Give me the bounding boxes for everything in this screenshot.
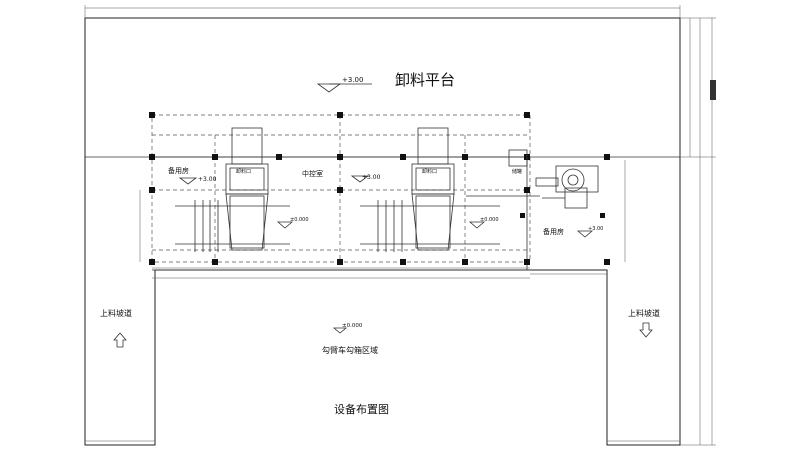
spare-room-right-label: 备用房 [543, 227, 564, 236]
pit-elevation-2: ±0.000 [480, 217, 499, 223]
unloading-unit-2 [360, 127, 540, 252]
building-outline [84, 17, 681, 446]
unload-port-2-label: 卸料口 [422, 168, 437, 175]
pit-elevation-1: ±0.000 [290, 217, 309, 223]
drawing-title: 设备布置图 [334, 402, 389, 416]
spare-room-left-label: 备用房 [168, 166, 189, 175]
control-room-label: 中控室 [302, 169, 323, 178]
small-room-label: 储罐 [512, 168, 522, 175]
fan-motor-equipment [508, 149, 605, 218]
control-room-elevation: +3.00 [362, 174, 381, 181]
dimension-lines [84, 5, 716, 446]
structural-columns [149, 112, 610, 265]
platform-label: 卸料平台 [395, 71, 455, 89]
ramp-right-label: 上料坡道 [628, 308, 660, 318]
elevation-markers [178, 83, 594, 334]
unload-port-1-label: 卸料口 [236, 168, 251, 175]
ground-elevation: ±0.000 [342, 323, 363, 329]
hook-area-label: 勾臂车勾箱区域 [322, 345, 378, 355]
unloading-unit-1 [175, 127, 290, 252]
ramp-left-label: 上料坡道 [100, 308, 132, 318]
spare-room-right-elevation: +3.00 [588, 226, 603, 232]
arrow-down-icon [639, 322, 653, 338]
arrow-up-icon [113, 332, 127, 348]
platform-elevation: +3.00 [342, 76, 363, 84]
bottom-dimension-chain [139, 160, 626, 279]
spare-room-left-elevation: +3.00 [198, 176, 217, 183]
